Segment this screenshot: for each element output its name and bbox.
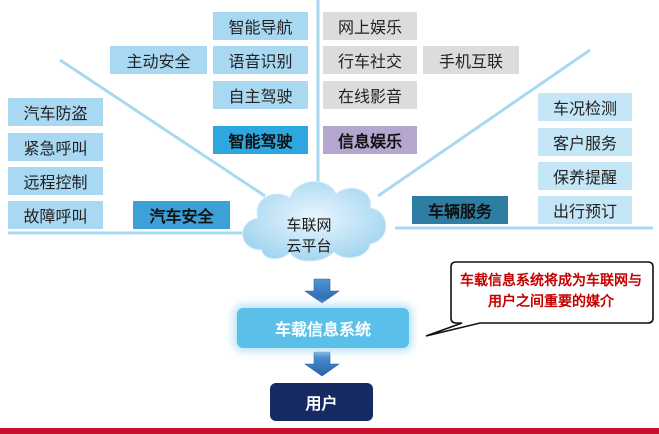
feature-condition-check: 车况检测 <box>538 93 632 121</box>
arrow-down-to-system <box>304 278 340 304</box>
feature-online-entertainment: 网上娱乐 <box>323 12 417 40</box>
cloud-label-line2: 云平台 <box>286 237 332 255</box>
feature-customer-service: 客户服务 <box>538 128 632 156</box>
feature-emergency-call: 紧急呼叫 <box>8 133 103 161</box>
feature-online-media: 在线影音 <box>323 81 417 109</box>
bottom-red-rule <box>0 428 659 434</box>
category-smart-driving: 智能驾驶 <box>213 126 308 154</box>
feature-active-safety: 主动安全 <box>110 46 207 74</box>
cloud-platform-shape <box>242 181 387 262</box>
in-vehicle-system-box: 车载信息系统 <box>237 308 409 348</box>
feature-anti-theft: 汽车防盗 <box>8 98 103 126</box>
feature-fault-call: 故障呼叫 <box>8 201 103 229</box>
feature-autonomous-driving: 自主驾驶 <box>213 81 308 109</box>
category-vehicle-service: 车辆服务 <box>412 196 508 224</box>
callout-bubble <box>425 261 654 337</box>
feature-driving-social: 行车社交 <box>323 46 417 74</box>
arrow-down-to-user <box>304 351 340 377</box>
feature-trip-booking: 出行预订 <box>538 196 632 224</box>
feature-smart-nav: 智能导航 <box>213 12 308 40</box>
feature-phone-connect: 手机互联 <box>423 46 519 74</box>
feature-remote-control: 远程控制 <box>8 167 103 195</box>
category-car-safety: 汽车安全 <box>133 201 230 229</box>
cloud-label-line1: 车联网 <box>286 216 332 234</box>
callout-text: 车载信息系统将成为车联网与用户之间重要的媒介 <box>460 273 642 310</box>
category-infotainment: 信息娱乐 <box>323 126 417 154</box>
feature-maintenance-reminder: 保养提醒 <box>538 162 632 190</box>
divider-line-upper-left <box>59 58 266 198</box>
divider-line-upper-right <box>377 48 591 198</box>
feature-voice-recognition: 语音识别 <box>213 46 308 74</box>
user-box: 用户 <box>270 383 373 421</box>
cloud-platform-label: 车联网 云平台 <box>264 215 354 257</box>
